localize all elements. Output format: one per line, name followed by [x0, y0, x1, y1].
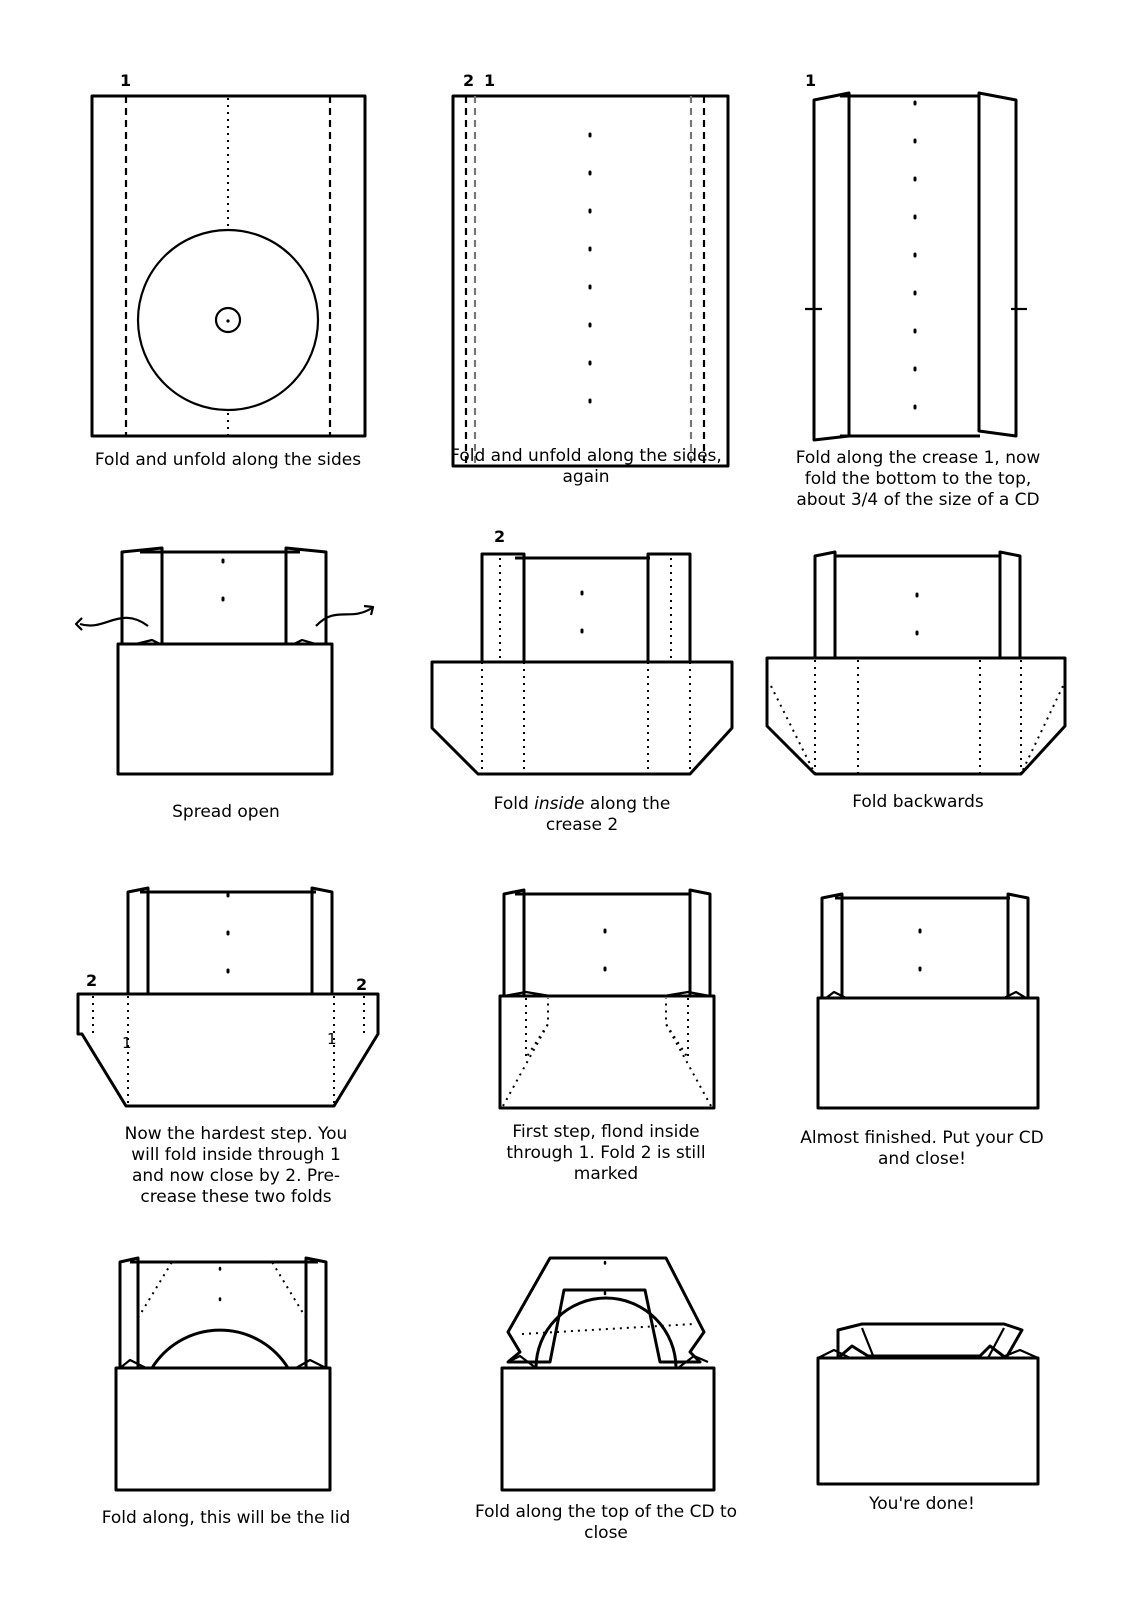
- caption-line: Fold along the crease 1, now: [795, 448, 1041, 468]
- caption-line: Fold backwards: [852, 792, 984, 812]
- step-4-caption: Spread open: [66, 802, 386, 823]
- step-7-figure: 2 2 1 1: [76, 886, 380, 1108]
- crease-1-marker: 1: [484, 71, 495, 90]
- caption-line: close: [584, 1523, 628, 1543]
- caption-text: Fold: [493, 794, 535, 814]
- step-12-caption: You're done!: [762, 1494, 1082, 1515]
- crease-2-marker: 2: [494, 527, 505, 546]
- step-8-caption: First step, flond inside through 1. Fold…: [446, 1122, 766, 1185]
- step-5-caption: Fold inside along the crease 2: [422, 794, 742, 836]
- step-3-caption: Fold along the crease 1, now fold the bo…: [758, 448, 1078, 511]
- step-4-figure: [74, 546, 375, 776]
- caption-text: along the: [584, 794, 671, 814]
- caption-line: Fold and unfold along the sides,: [450, 446, 722, 466]
- caption-line: crease 2: [545, 815, 619, 835]
- caption-line: Almost finished. Put your CD: [800, 1128, 1044, 1148]
- caption-line: Fold inside along the: [422, 794, 742, 815]
- crease-1-marker: 1: [120, 71, 131, 90]
- step-10-figure: [114, 1256, 332, 1492]
- crease-1-marker-right: 1: [327, 1030, 337, 1048]
- caption-line: Spread open: [172, 802, 280, 822]
- caption-line: You're done!: [869, 1494, 975, 1514]
- caption-emphasis: inside: [534, 794, 585, 814]
- crease-1-marker-left: 1: [122, 1034, 132, 1052]
- caption-line: First step, flond inside: [512, 1122, 700, 1142]
- caption-line: will fold inside through 1: [131, 1145, 341, 1165]
- caption-line: crease these two folds: [140, 1187, 332, 1207]
- step-6-caption: Fold backwards: [758, 792, 1078, 813]
- caption-line: Fold along, this will be the lid: [101, 1508, 351, 1528]
- caption-line: fold the bottom to the top,: [804, 469, 1032, 489]
- step-9-figure: [816, 892, 1040, 1110]
- caption-line: about 3/4 of the size of a CD: [796, 490, 1040, 510]
- step-12-figure: [816, 1322, 1040, 1486]
- step-2-caption: Fold and unfold along the sides, again: [426, 446, 746, 488]
- step-10-caption: Fold along, this will be the lid: [66, 1508, 386, 1529]
- step-11-caption: Fold along the top of the CD to close: [446, 1502, 766, 1544]
- step-3-figure: 1: [805, 71, 1027, 442]
- caption-line: and close!: [878, 1149, 966, 1169]
- step-1-figure: 1: [90, 71, 367, 438]
- step-6-figure: [765, 550, 1067, 776]
- crease-2-marker: 2: [463, 71, 474, 90]
- step-11-figure: [500, 1256, 716, 1492]
- caption-line: through 1. Fold 2 is still: [506, 1143, 706, 1163]
- step-9-caption: Almost finished. Put your CD and close!: [762, 1128, 1082, 1170]
- crease-1-marker: 1: [805, 71, 816, 90]
- caption-line: Fold along the top of the CD to: [474, 1502, 738, 1522]
- caption-line: Now the hardest step. You: [124, 1124, 348, 1144]
- caption-line: and now close by 2. Pre-: [131, 1166, 341, 1186]
- crease-2-marker-left: 2: [86, 971, 97, 990]
- step-5-figure: 2: [430, 527, 734, 776]
- caption-line: again: [562, 467, 610, 487]
- caption-line: Fold and unfold along the sides: [94, 450, 362, 470]
- step-8-figure: [498, 888, 716, 1110]
- step-2-figure: 2 1: [451, 71, 730, 468]
- step-1-caption: Fold and unfold along the sides: [68, 450, 388, 471]
- crease-2-marker-right: 2: [356, 975, 367, 994]
- step-7-caption: Now the hardest step. You will fold insi…: [76, 1124, 396, 1208]
- caption-line: marked: [573, 1164, 639, 1184]
